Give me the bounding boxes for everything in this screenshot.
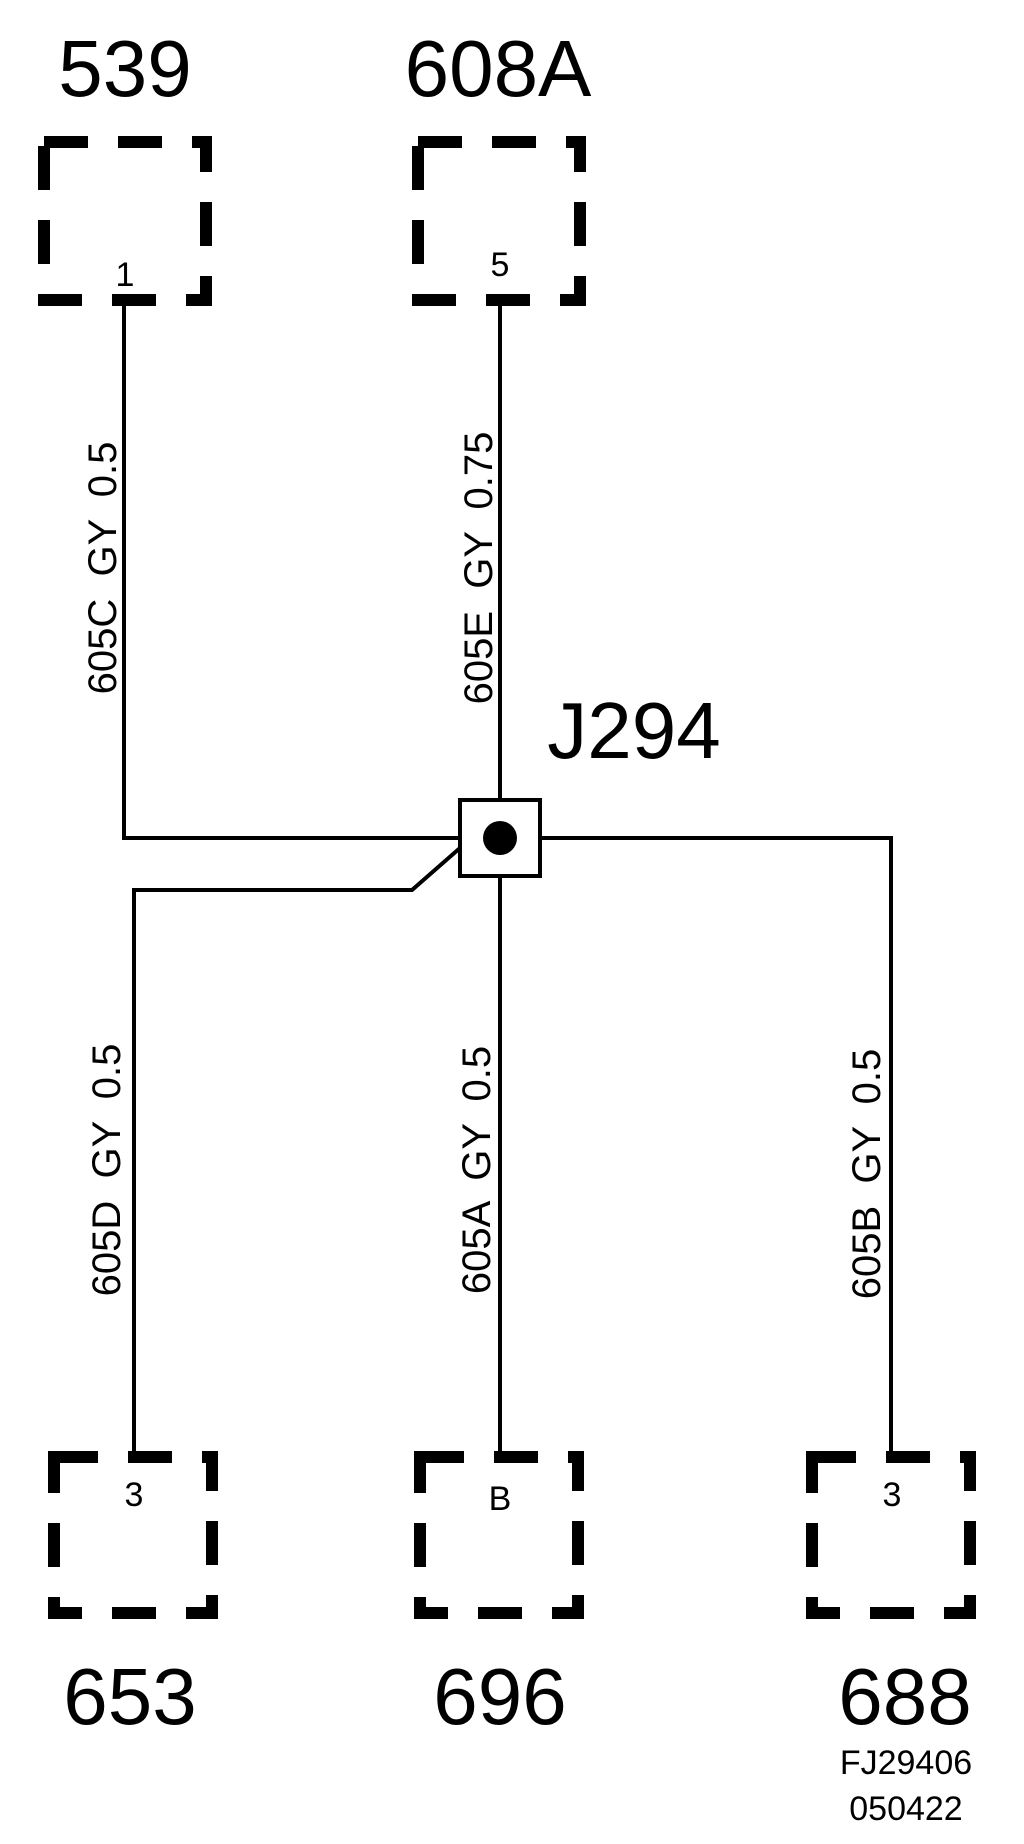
connector-653-pin: 3 — [125, 1476, 144, 1514]
connector-608a[interactable]: 608A 5 — [405, 24, 592, 306]
connector-608a-id: 608A — [405, 24, 592, 113]
wires — [122, 300, 893, 1452]
wire-605e-label: 605E GY 0.75 — [457, 432, 501, 705]
connector-696-id: 696 — [433, 1652, 566, 1741]
wire-605a-label: 605A GY 0.5 — [455, 1046, 499, 1294]
connector-653-box — [48, 1451, 218, 1619]
drawing-code: FJ29406 — [840, 1744, 972, 1782]
splice-dot — [483, 821, 517, 855]
splice-j294[interactable]: J294 — [458, 686, 721, 878]
wire-605d — [132, 846, 462, 1452]
connector-653-id: 653 — [63, 1652, 196, 1741]
connector-608a-pin: 5 — [491, 246, 510, 284]
connector-688-pin: 3 — [883, 1476, 902, 1514]
wire-605c-label: 605C GY 0.5 — [81, 442, 125, 695]
drawing-date-code: 050422 — [849, 1790, 962, 1828]
wire-605c — [122, 300, 460, 840]
connector-539-id: 539 — [58, 24, 191, 113]
connector-539[interactable]: 539 1 — [38, 24, 212, 306]
connector-539-pin: 1 — [116, 256, 135, 294]
connector-688-id: 688 — [838, 1652, 971, 1741]
connector-696-box — [414, 1451, 584, 1619]
wire-605b-label: 605B GY 0.5 — [845, 1049, 889, 1300]
connector-696-pin: B — [489, 1480, 512, 1518]
connector-696[interactable]: B 696 — [414, 1451, 584, 1741]
wire-605b — [540, 836, 893, 1452]
splice-j294-id: J294 — [547, 686, 720, 775]
wire-605d-label: 605D GY 0.5 — [85, 1044, 129, 1297]
connector-688-box — [806, 1451, 976, 1619]
connector-653[interactable]: 3 653 — [48, 1451, 218, 1741]
connector-688[interactable]: 3 688 — [806, 1451, 976, 1741]
